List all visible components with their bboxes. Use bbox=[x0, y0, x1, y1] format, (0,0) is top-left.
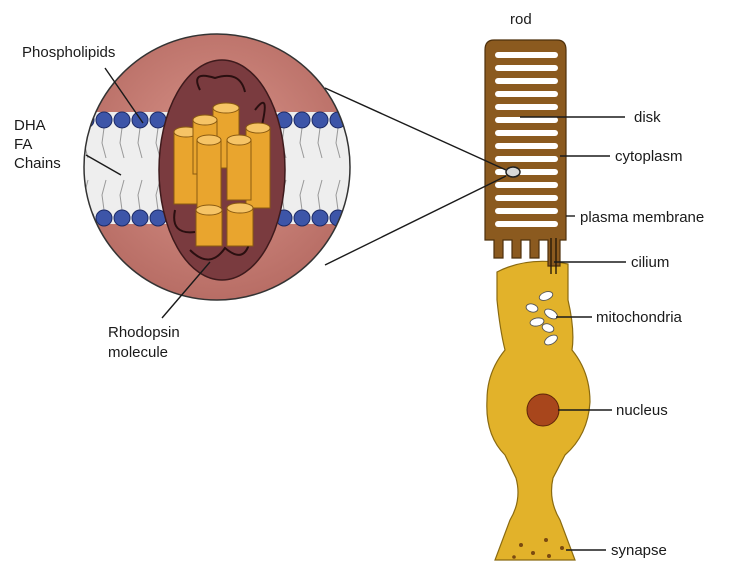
phospholipid-head bbox=[132, 210, 148, 226]
vesicle bbox=[519, 543, 523, 547]
label-plasma-membrane: plasma membrane bbox=[580, 209, 704, 226]
disk-slot bbox=[495, 78, 558, 84]
nucleus bbox=[527, 394, 559, 426]
vesicle bbox=[547, 554, 551, 558]
helix-cap bbox=[227, 135, 251, 145]
zoom-line-bottom bbox=[325, 176, 506, 265]
phospholipid-head bbox=[114, 210, 130, 226]
vesicle bbox=[531, 551, 535, 555]
label-rhodopsin: Rhodopsin bbox=[108, 324, 180, 341]
disk-slot bbox=[495, 208, 558, 214]
label-mitochondria: mitochondria bbox=[596, 309, 683, 326]
helix-cap bbox=[213, 103, 239, 113]
label-molecule: molecule bbox=[108, 344, 168, 361]
vesicle bbox=[512, 555, 516, 559]
label-cilium: cilium bbox=[631, 254, 669, 271]
helix-cap bbox=[196, 205, 222, 215]
membrane-zoom bbox=[70, 34, 370, 300]
disk-slot bbox=[495, 143, 558, 149]
helix bbox=[227, 208, 253, 246]
label-dha: DHA bbox=[14, 117, 46, 134]
rod-cell bbox=[485, 40, 590, 560]
phospholipid-head bbox=[294, 112, 310, 128]
phospholipid-head bbox=[78, 112, 94, 128]
label-rod: rod bbox=[510, 11, 532, 28]
phospholipid-head bbox=[96, 112, 112, 128]
phospholipid-head bbox=[96, 210, 112, 226]
phospholipid-head bbox=[294, 210, 310, 226]
helix-cap bbox=[197, 135, 221, 145]
label-chains: Chains bbox=[14, 155, 61, 172]
label-synapse: synapse bbox=[611, 542, 667, 559]
disk-slot bbox=[495, 130, 558, 136]
label-phospholipids: Phospholipids bbox=[22, 44, 115, 61]
disk-slot bbox=[495, 221, 558, 227]
helix bbox=[227, 140, 251, 200]
vesicle bbox=[560, 546, 564, 550]
phospholipid-head bbox=[114, 112, 130, 128]
disk-slot bbox=[495, 182, 558, 188]
label-cytoplasm: cytoplasm bbox=[615, 148, 683, 165]
helix-cap bbox=[227, 203, 253, 213]
label-nucleus: nucleus bbox=[616, 402, 668, 419]
disk-slot bbox=[495, 65, 558, 71]
vesicle bbox=[544, 538, 548, 542]
label-disk: disk bbox=[634, 109, 661, 126]
disk-slot bbox=[495, 156, 558, 162]
helix-cap bbox=[246, 123, 270, 133]
phospholipid-head bbox=[312, 210, 328, 226]
zoom-line-top bbox=[325, 88, 506, 170]
disk-slot bbox=[495, 117, 558, 123]
label-fa: FA bbox=[14, 136, 32, 153]
disk-slot bbox=[495, 91, 558, 97]
phospholipid-head bbox=[132, 112, 148, 128]
disk-slot bbox=[495, 52, 558, 58]
phospholipid-head bbox=[312, 112, 328, 128]
disk-slot bbox=[495, 195, 558, 201]
helix-cap bbox=[193, 115, 217, 125]
zoom-origin bbox=[506, 167, 520, 177]
disk-slot bbox=[495, 104, 558, 110]
outer-segment bbox=[485, 40, 566, 266]
